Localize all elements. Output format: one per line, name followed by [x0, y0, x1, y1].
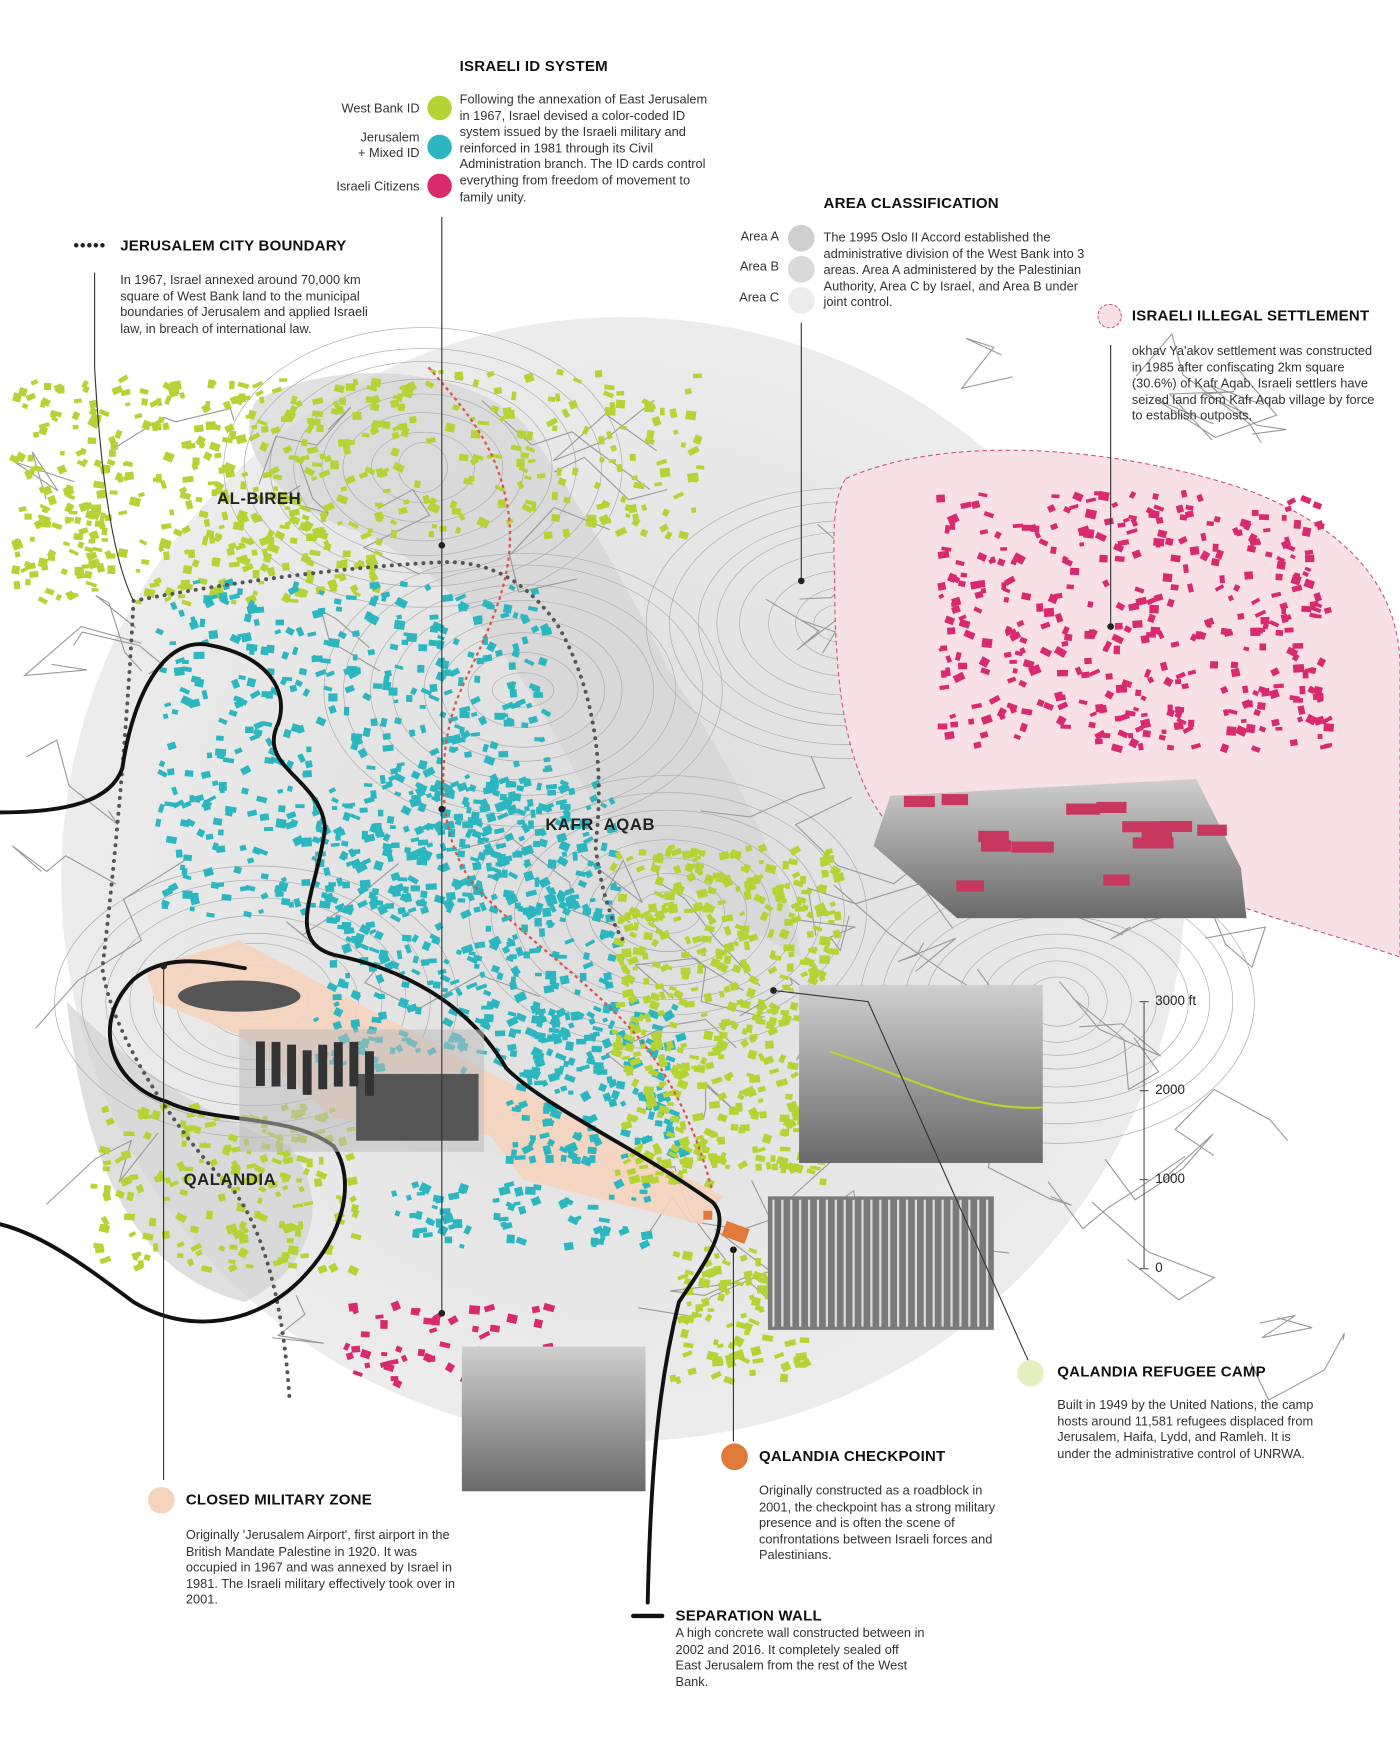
checkpoint-description: Originally constructed as a roadblock in…	[758, 1484, 996, 1563]
legend-area-a: Area A	[740, 230, 780, 244]
scale-tick-2000: 2000	[1155, 1081, 1185, 1098]
legend-israeli-citizens: Israeli Citizens	[336, 180, 420, 194]
photo-separation-wall	[461, 1346, 646, 1492]
checkpoint-title: QALANDIA CHECKPOINT	[758, 1447, 946, 1465]
place-label-al-bireh: AL-BIREH	[217, 489, 302, 509]
military-zone-description: Originally 'Jerusalem Airport', first ai…	[185, 1529, 455, 1608]
legend-west-bank-id: West Bank ID	[341, 102, 420, 116]
scale-tick-0: 0	[1155, 1259, 1163, 1276]
jerusalem-city-boundary	[100, 560, 626, 1399]
legend-area-c: Area C	[739, 291, 780, 305]
refugee-camp-description: Built in 1949 by the United Nations, the…	[1057, 1398, 1314, 1461]
camp-wall-highlight	[828, 1050, 1043, 1109]
place-label-qalandia: QALANDIA	[183, 1170, 277, 1190]
area-a-region	[249, 373, 802, 958]
jerusalem-id-swatch	[427, 134, 452, 160]
settlement-description: okhav Ya'akov settlement was constructed…	[1131, 344, 1375, 424]
city-boundary-description: In 1967, Israel annexed around 70,000 km…	[120, 273, 368, 336]
leader-dots	[160, 541, 1115, 1317]
separation-wall-title: SEPARATION WALL	[675, 1607, 822, 1624]
leader-lines	[94, 217, 1112, 1481]
photo-refugee-camp	[799, 984, 1043, 1163]
place-label-kafr-aqab: KAFR AQAB	[545, 815, 656, 835]
scale-tick-3000: 3000 ft	[1155, 992, 1197, 1009]
elevation-scale-bar	[1139, 1001, 1149, 1270]
refugee-camp-title: QALANDIA REFUGEE CAMP	[1057, 1363, 1266, 1380]
legend-area-b: Area B	[739, 260, 780, 274]
scale-tick-1000: 1000	[1155, 1170, 1185, 1187]
area-c-swatch	[787, 287, 815, 314]
photo-settlement	[873, 779, 1247, 919]
area-a-swatch	[787, 224, 815, 252]
id-system-description: Following the annexation of East Jerusal…	[459, 93, 708, 205]
area-classification-description: The 1995 Oslo II Accord established the …	[823, 231, 1085, 310]
legend-jerusalem-id: Jerusalem + Mixed ID	[358, 131, 420, 161]
israeli-citizens-swatch	[427, 173, 452, 199]
city-boundary-title: JERUSALEM CITY BOUNDARY	[120, 237, 347, 254]
military-zone-title: CLOSED MILITARY ZONE	[185, 1491, 373, 1508]
settlement-title: ISRAELI ILLEGAL SETTLEMENT	[1131, 307, 1370, 324]
west-bank-id-swatch	[427, 95, 452, 121]
dotted-line-legend-icon: •••••	[73, 235, 107, 254]
wall-line-legend-icon	[631, 1613, 665, 1619]
checkpoint-swatch	[721, 1443, 748, 1471]
area-classification-title: AREA CLASSIFICATION	[823, 194, 999, 212]
buildings-layer	[9, 368, 1335, 1390]
area-b-swatch	[787, 255, 815, 283]
photo-checkpoint	[767, 1196, 994, 1330]
military-zone-swatch	[148, 1486, 175, 1514]
refugee-camp-swatch	[1017, 1359, 1044, 1387]
id-system-title: ISRAELI ID SYSTEM	[459, 57, 608, 75]
separation-wall-description: A high concrete wall constructed between…	[675, 1627, 925, 1690]
photo-military	[178, 980, 485, 1152]
settlement-swatch	[1097, 303, 1122, 329]
